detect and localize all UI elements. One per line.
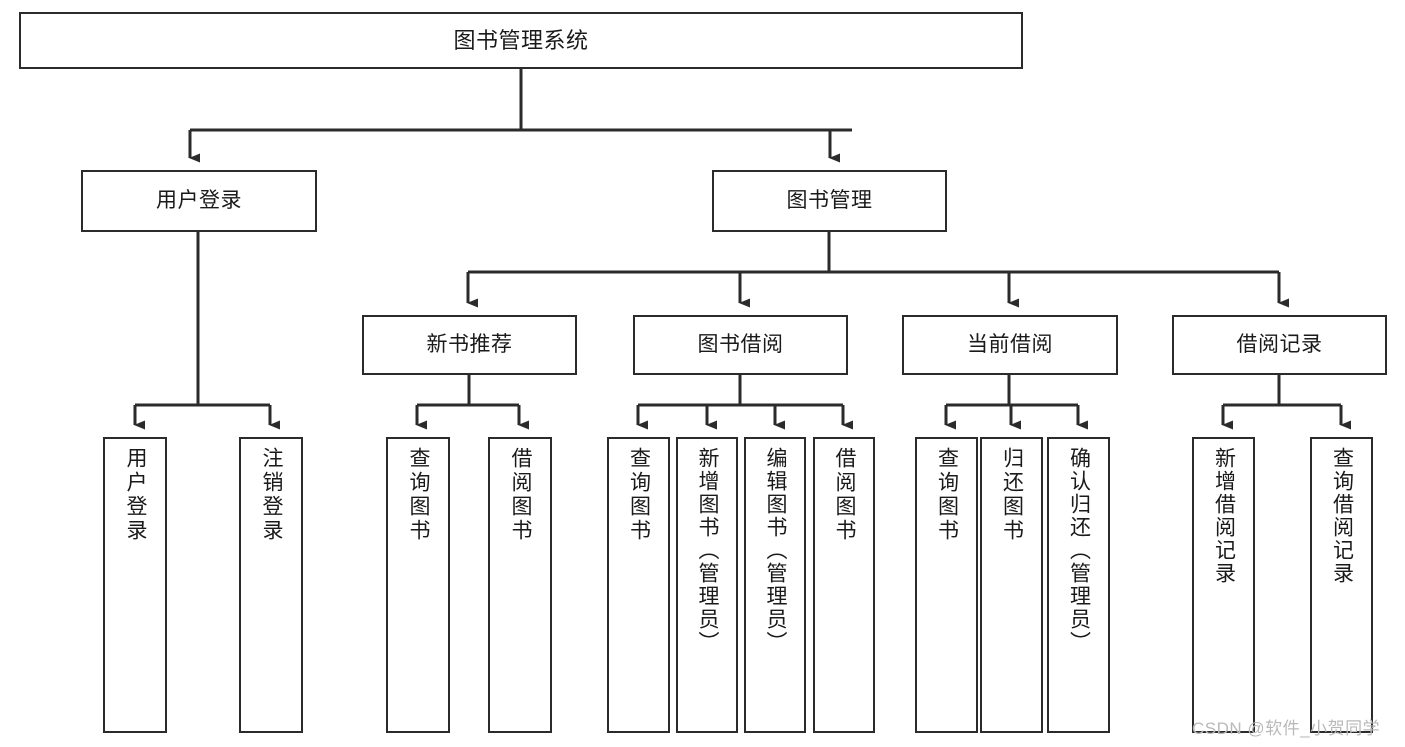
node-label: 新书推荐: [426, 332, 513, 356]
node-label: 借阅图书: [509, 447, 533, 543]
node-label: 查询图书: [407, 447, 431, 543]
leaf-borrow-query-book[interactable]: 查询图书: [607, 437, 670, 733]
node-label: 用户登录: [124, 447, 148, 543]
node-root-book-management-system[interactable]: 图书管理系统: [19, 12, 1023, 69]
node-label: 新增图书（管理员）: [696, 447, 720, 654]
leaf-borrow-borrow-book[interactable]: 借阅图书: [813, 437, 875, 733]
node-label: 图书借阅: [697, 332, 784, 356]
leaf-current-return-book[interactable]: 归还图书: [980, 437, 1043, 733]
node-book-management[interactable]: 图书管理: [712, 170, 947, 232]
leaf-recommend-query-book[interactable]: 查询图书: [386, 437, 450, 733]
node-label: 用户登录: [156, 188, 242, 212]
node-label: 编辑图书（管理员）: [764, 447, 788, 654]
node-label: 当前借阅: [967, 332, 1053, 356]
node-label: 确认归还（管理员）: [1067, 447, 1091, 654]
leaf-current-query-book[interactable]: 查询图书: [915, 437, 978, 733]
leaf-recommend-borrow-book[interactable]: 借阅图书: [488, 437, 552, 733]
node-label: 注销登录: [260, 447, 284, 543]
leaf-record-query-record[interactable]: 查询借阅记录: [1310, 437, 1373, 733]
node-current-borrow[interactable]: 当前借阅: [902, 315, 1118, 375]
node-label: 借阅记录: [1236, 332, 1323, 356]
node-user-login[interactable]: 用户登录: [81, 170, 317, 232]
node-label: 归还图书: [1000, 447, 1024, 543]
node-borrow-record[interactable]: 借阅记录: [1172, 315, 1387, 375]
node-label: 图书管理: [786, 188, 873, 212]
leaf-user-login-login[interactable]: 用户登录: [103, 437, 167, 733]
node-label: 查询借阅记录: [1330, 447, 1354, 585]
leaf-current-confirm-return-admin[interactable]: 确认归还（管理员）: [1047, 437, 1110, 733]
node-label: 查询图书: [935, 447, 959, 543]
node-label: 查询图书: [627, 447, 651, 543]
csdn-watermark: CSDN @软件_小贺同学: [1192, 719, 1381, 738]
leaf-borrow-add-book-admin[interactable]: 新增图书（管理员）: [676, 437, 738, 733]
leaf-user-login-logout[interactable]: 注销登录: [239, 437, 303, 733]
node-label: 图书管理系统: [453, 27, 589, 53]
leaf-borrow-edit-book-admin[interactable]: 编辑图书（管理员）: [744, 437, 806, 733]
node-label: 借阅图书: [833, 447, 857, 543]
node-book-borrow[interactable]: 图书借阅: [633, 315, 848, 375]
node-label: 新增借阅记录: [1212, 447, 1236, 585]
node-new-book-recommend[interactable]: 新书推荐: [362, 315, 577, 375]
leaf-record-add-record[interactable]: 新增借阅记录: [1192, 437, 1255, 733]
